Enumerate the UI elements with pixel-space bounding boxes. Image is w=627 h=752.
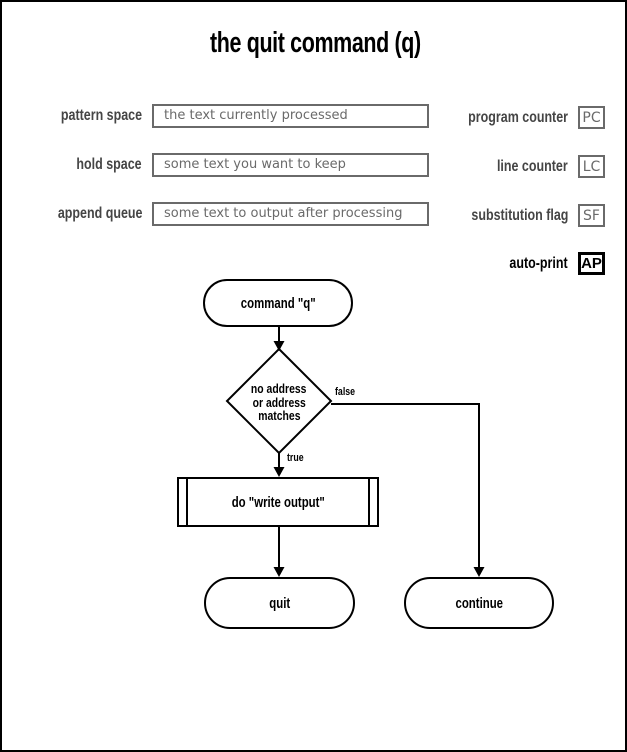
- process-bar-left: [186, 479, 188, 525]
- page-title: the quit command (q): [2, 27, 625, 60]
- decision-line-2: or address: [252, 394, 306, 410]
- hold-space-value-box: some text you want to keep: [152, 153, 429, 177]
- start-node-label: command "q": [240, 294, 316, 312]
- append-queue-label: append queue: [57, 205, 142, 222]
- substitution-flag-label: substitution flag: [470, 207, 568, 224]
- auto-print-box: AP: [578, 252, 605, 275]
- program-counter-abbr: PC: [582, 109, 601, 126]
- arrowhead-into-decision: [273, 341, 285, 351]
- line-counter-box: LC: [578, 155, 605, 178]
- arrowhead-into-process: [273, 467, 285, 477]
- program-counter-box: PC: [578, 106, 605, 129]
- line-counter-label: line counter: [497, 158, 568, 175]
- program-counter-label: program counter: [468, 109, 568, 126]
- start-node: command "q": [203, 279, 353, 327]
- arrowhead-into-continue: [473, 567, 485, 577]
- decision-node-text: no address or address matches: [229, 382, 329, 423]
- hold-space-value: some text you want to keep: [164, 157, 346, 172]
- end-node-quit-label: quit: [269, 594, 290, 612]
- process-node-label: do "write output": [231, 493, 325, 511]
- end-node-quit: quit: [204, 577, 355, 629]
- substitution-flag-box: SF: [578, 204, 605, 227]
- pattern-space-label: pattern space: [60, 107, 142, 124]
- substitution-flag-abbr: SF: [583, 207, 600, 224]
- decision-line-1: no address: [251, 381, 307, 396]
- false-branch-label: false: [335, 386, 356, 398]
- end-node-continue: continue: [404, 577, 554, 629]
- append-queue-value: some text to output after processing: [164, 206, 403, 221]
- hold-space-label: hold space: [76, 156, 142, 173]
- end-node-continue-label: continue: [455, 594, 503, 612]
- arrowhead-into-quit: [273, 567, 285, 577]
- process-bar-right: [368, 479, 370, 525]
- pattern-space-value-box: the text currently processed: [152, 104, 429, 128]
- decision-line-3: matches: [257, 408, 301, 423]
- decision-diamond: [225, 347, 333, 455]
- line-counter-abbr: LC: [582, 158, 601, 175]
- page-title-text: the quit command (q): [210, 27, 421, 59]
- auto-print-label: auto-print: [509, 255, 568, 272]
- append-queue-value-box: some text to output after processing: [152, 202, 429, 226]
- pattern-space-value: the text currently processed: [164, 108, 348, 123]
- true-branch-label: true: [287, 452, 304, 464]
- process-node: do "write output": [177, 477, 379, 527]
- connector-false-branch: [331, 403, 480, 568]
- auto-print-abbr: AP: [581, 255, 602, 272]
